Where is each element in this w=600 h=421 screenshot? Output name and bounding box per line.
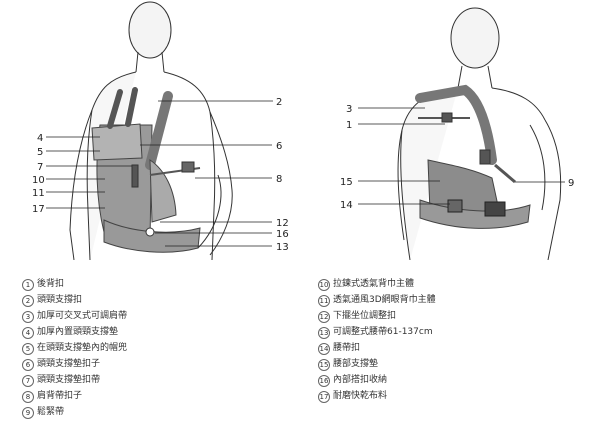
callout-16: 16 bbox=[276, 229, 289, 240]
callout-10: 10 bbox=[32, 175, 45, 186]
back-callouts: 3 1 15 9 14 bbox=[340, 104, 574, 211]
callout-12: 12 bbox=[276, 218, 289, 229]
back-view-figure bbox=[397, 7, 562, 260]
callout-5: 5 bbox=[37, 147, 43, 158]
callout-14: 14 bbox=[340, 200, 353, 211]
callout-13: 13 bbox=[276, 242, 289, 253]
callout-3: 3 bbox=[346, 104, 352, 115]
callout-11: 11 bbox=[32, 188, 45, 199]
callout-7: 7 bbox=[37, 162, 43, 173]
callout-8: 8 bbox=[276, 174, 282, 185]
callout-6: 6 bbox=[276, 141, 282, 152]
front-callouts: 2 4 5 6 7 8 10 11 12 13 16 17 bbox=[32, 97, 289, 253]
callout-9: 9 bbox=[568, 178, 574, 189]
callout-4: 4 bbox=[37, 133, 43, 144]
front-view-figure bbox=[69, 1, 233, 260]
callout-17: 17 bbox=[32, 204, 45, 215]
carrier-diagram: 2 4 5 6 7 8 10 11 12 13 16 17 3 1 15 9 bbox=[32, 1, 574, 260]
callout-2: 2 bbox=[276, 97, 282, 108]
callout-1: 1 bbox=[346, 120, 352, 131]
callout-15: 15 bbox=[340, 177, 353, 188]
